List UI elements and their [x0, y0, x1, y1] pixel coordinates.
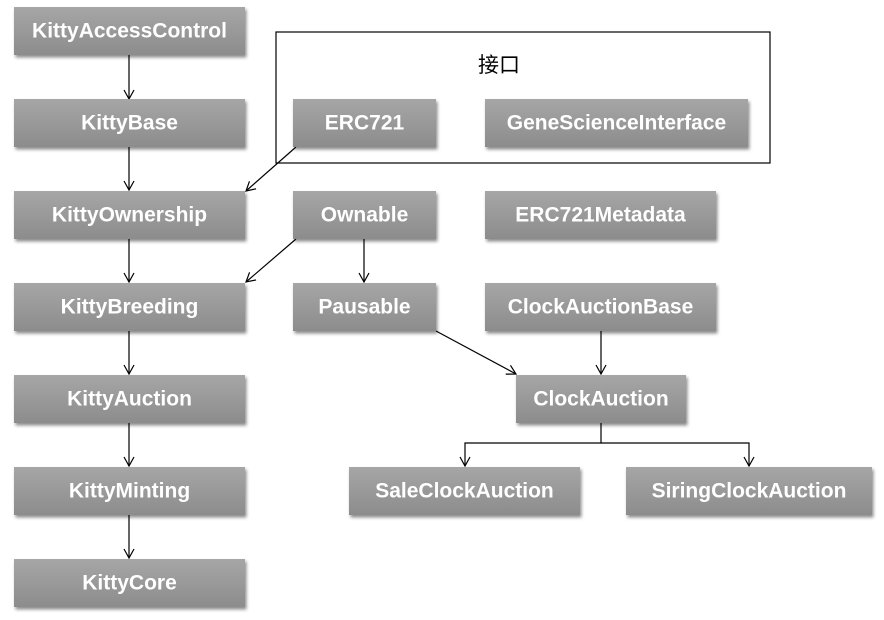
edge-ownable-kittybreeding — [245, 238, 297, 283]
node-pausable-label: Pausable — [318, 296, 410, 319]
node-kitty-ownership: KittyOwnership — [14, 191, 245, 239]
edges — [123, 55, 755, 560]
node-erc721: ERC721 — [293, 99, 436, 147]
node-siring-clock-auction-label: SiringClockAuction — [652, 480, 847, 503]
node-erc721-metadata: ERC721Metadata — [485, 191, 716, 239]
edge-erc721-kittyownership — [245, 146, 297, 192]
node-clock-auction-base: ClockAuctionBase — [485, 283, 716, 331]
interface-group-label: 接口 — [478, 53, 520, 77]
node-kitty-breeding-label: KittyBreeding — [61, 296, 199, 319]
node-sale-clock-auction: SaleClockAuction — [349, 467, 580, 515]
node-kitty-minting: KittyMinting — [14, 467, 245, 515]
interface-group: 接口 — [275, 31, 771, 164]
edge-clockauction-saleclockauction — [459, 423, 602, 468]
node-kitty-auction: KittyAuction — [14, 375, 245, 423]
edge-clockauction-siringclockauction — [601, 442, 755, 468]
node-kitty-base-label: KittyBase — [81, 112, 178, 135]
node-kitty-core: KittyCore — [14, 559, 245, 607]
node-gene-science-interface: GeneScienceInterface — [485, 99, 748, 147]
node-gene-science-interface-label: GeneScienceInterface — [507, 112, 726, 135]
node-siring-clock-auction: SiringClockAuction — [626, 467, 872, 515]
node-kitty-ownership-label: KittyOwnership — [52, 204, 207, 227]
node-ownable-label: Ownable — [321, 204, 409, 227]
interface-group-frame — [275, 31, 771, 164]
node-erc721-metadata-label: ERC721Metadata — [515, 204, 686, 227]
node-kitty-core-label: KittyCore — [82, 572, 177, 595]
node-pausable: Pausable — [293, 283, 436, 331]
node-kitty-minting-label: KittyMinting — [69, 480, 190, 503]
node-kitty-base: KittyBase — [14, 99, 245, 147]
node-sale-clock-auction-label: SaleClockAuction — [375, 480, 554, 503]
node-clock-auction-base-label: ClockAuctionBase — [508, 296, 694, 319]
node-clock-auction: ClockAuction — [516, 375, 686, 423]
node-kitty-breeding: KittyBreeding — [14, 283, 245, 331]
node-kitty-auction-label: KittyAuction — [67, 388, 192, 411]
edge-pausable-clockauction — [435, 330, 518, 375]
node-kitty-access-control: KittyAccessControl — [14, 7, 245, 55]
node-clock-auction-label: ClockAuction — [533, 388, 668, 411]
node-kitty-access-control-label: KittyAccessControl — [32, 20, 227, 43]
node-erc721-label: ERC721 — [325, 112, 405, 135]
node-ownable: Ownable — [293, 191, 436, 239]
